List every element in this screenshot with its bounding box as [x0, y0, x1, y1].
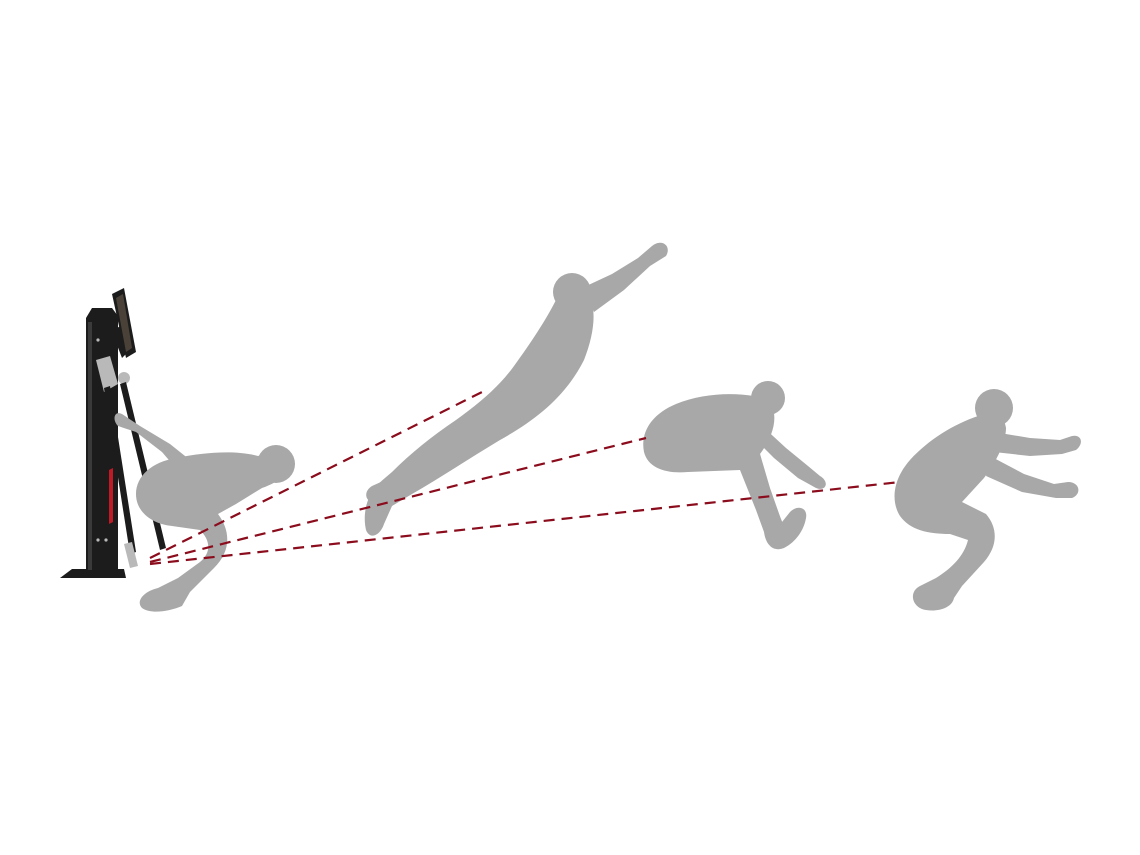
figure-body [364, 292, 594, 536]
figure-arm-lower [986, 456, 1079, 498]
figure-arm-rear [240, 460, 276, 484]
figure-tuck-midair [643, 381, 826, 550]
machine-pulley-wheel [118, 372, 130, 384]
figure-arm-extended [582, 242, 668, 312]
tether-line-dive [149, 391, 483, 559]
figure-arm-reach [114, 413, 200, 480]
tether-line-tuck [149, 436, 647, 564]
figure-dive-extended [364, 242, 668, 536]
tether-lines [149, 391, 901, 566]
machine-bolt [96, 538, 100, 542]
machine-cable-clip [124, 542, 138, 568]
figure-body [894, 413, 1006, 611]
machine-bolt [104, 538, 108, 542]
machine-pulley-housing [96, 356, 118, 392]
figure-landing-squat [894, 389, 1081, 611]
figure-crouch-start [114, 413, 295, 612]
figure-arm [752, 424, 826, 489]
machine-logo-mark [109, 468, 113, 524]
machine-column-edge [88, 322, 92, 570]
machine-strap-left [104, 386, 136, 554]
machine-display-face [116, 294, 132, 352]
figure-body [136, 452, 291, 612]
figure-rear-leg [366, 476, 402, 503]
figure-shin [744, 438, 784, 528]
figure-arm-upper [994, 432, 1081, 456]
machine-screen-arm [112, 326, 128, 358]
machine-bolt [96, 338, 100, 342]
